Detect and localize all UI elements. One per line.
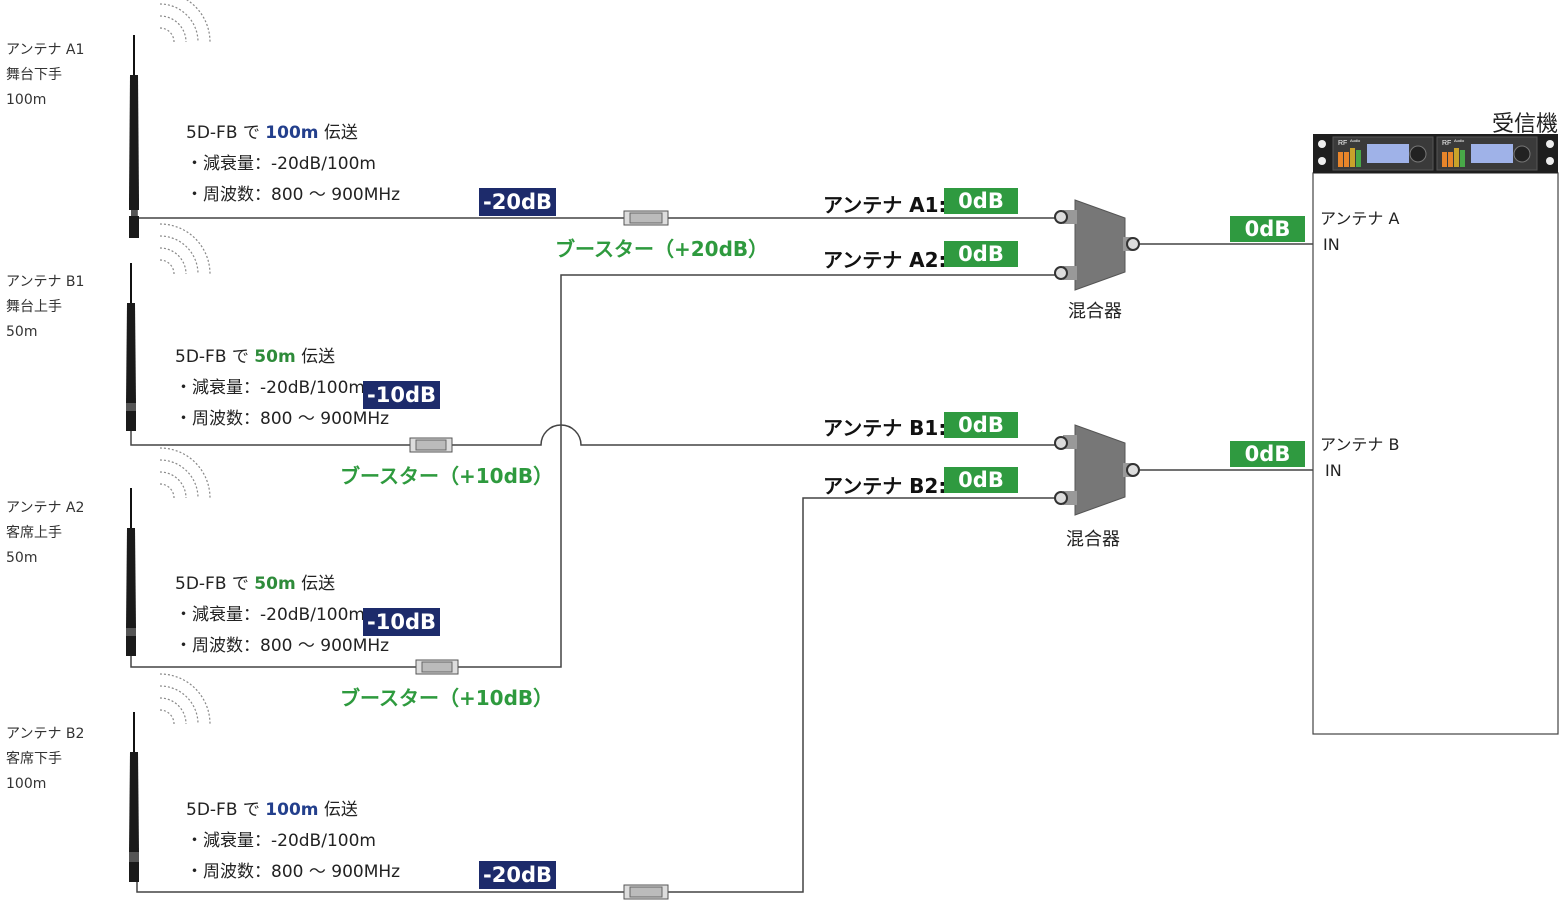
- display-icon: [1367, 144, 1409, 163]
- level-badge: 0dB: [944, 241, 1018, 268]
- radio-wave-icon: [159, 223, 211, 275]
- receiver-input-name: アンテナ B: [1320, 435, 1400, 454]
- antenna-a1-label: アンテナ A1 舞台下手 100m: [6, 38, 84, 113]
- booster-icon: [409, 437, 453, 453]
- level-badge: 0dB: [944, 467, 1018, 494]
- cable-type: 5D-FB で: [175, 347, 249, 367]
- cable-suffix: 伝送: [323, 800, 358, 820]
- antenna-icon: [129, 35, 139, 238]
- cable-info-b2: 5D-FB で 100m 伝送 ・減衰量：-20dB/100m ・周波数：800…: [186, 802, 400, 895]
- cable-type: 5D-FB で: [175, 574, 249, 594]
- radio-wave-icon: [159, 447, 211, 499]
- mixer-label: 混合器: [1066, 529, 1120, 550]
- antenna-name: アンテナ A1: [6, 42, 85, 58]
- antenna-distance: 50m: [6, 550, 38, 566]
- level-badge: 0dB: [1230, 216, 1305, 243]
- cable-b2-segment1: [136, 878, 624, 893]
- cables: [130, 197, 1314, 893]
- panel-rf-label: RF: [1442, 140, 1451, 147]
- mixer-input-label: アンテナ B2:: [823, 474, 947, 498]
- booster-icon: [623, 210, 669, 226]
- mixer-icon: [1054, 424, 1140, 516]
- cable-type: 5D-FB で: [186, 123, 260, 143]
- loss-badge: -20dB: [479, 861, 556, 890]
- loss-badge: -10dB: [363, 381, 440, 410]
- cable-b2-segment2: [668, 497, 1055, 893]
- meter-icon: [1338, 148, 1465, 167]
- cable-length: 100m: [265, 123, 319, 143]
- cable-suffix: 伝送: [301, 574, 336, 594]
- antenna-name: アンテナ A2: [6, 500, 85, 516]
- panel-audio-label: Audio: [1454, 138, 1465, 143]
- mixer-input-label: アンテナ A1:: [823, 193, 947, 217]
- radio-wave-icon: [159, 673, 211, 725]
- level-badge: 0dB: [944, 188, 1018, 215]
- mixer-input-label: アンテナ A2:: [823, 248, 947, 272]
- antenna-place: 客席上手: [6, 525, 62, 541]
- frequency-text: ・周波数：800 〜 900MHz: [186, 862, 401, 882]
- cable-a2-segment1: [130, 655, 416, 668]
- receiver-input-name: アンテナ A: [1320, 209, 1400, 228]
- booster-label: ブースター（+20dB）: [555, 237, 769, 261]
- cable-a2-segment2: [458, 274, 1055, 668]
- mixer-input-label: アンテナ B1:: [823, 416, 947, 440]
- receiver-box: [1312, 172, 1559, 735]
- frequency-text: ・周波数：800 〜 900MHz: [186, 185, 401, 205]
- antenna-distance: 100m: [6, 776, 47, 792]
- antenna-icons: [126, 35, 139, 882]
- attenuation-text: ・減衰量：-20dB/100m: [175, 378, 365, 398]
- receiver-input-port: IN: [1325, 461, 1342, 480]
- cable-b1-segment1: [130, 430, 410, 446]
- level-badge: 0dB: [944, 412, 1018, 439]
- attenuation-text: ・減衰量：-20dB/100m: [175, 605, 365, 625]
- cable-suffix: 伝送: [301, 347, 336, 367]
- antenna-place: 舞台上手: [6, 299, 62, 315]
- panel-rf-label: RF: [1338, 140, 1347, 147]
- receiver-title: 受信機: [1492, 112, 1559, 137]
- cable-type: 5D-FB で: [186, 800, 260, 820]
- attenuation-text: ・減衰量：-20dB/100m: [186, 831, 376, 851]
- antenna-icon: [126, 263, 136, 431]
- radio-wave-icon: [159, 0, 211, 43]
- antenna-b2-label: アンテナ B2 客席下手 100m: [6, 722, 84, 797]
- cable-length: 100m: [265, 800, 319, 820]
- loss-badge: -20dB: [479, 188, 556, 217]
- attenuation-text: ・減衰量：-20dB/100m: [186, 154, 376, 174]
- panel-audio-label: Audio: [1350, 138, 1361, 143]
- antenna-a2-label: アンテナ A2 客席上手 50m: [6, 496, 84, 571]
- cable-info-a2: 5D-FB で 50m 伝送 ・減衰量：-20dB/100m ・周波数：800 …: [175, 576, 389, 669]
- display-icon: [1471, 144, 1513, 163]
- cable-length: 50m: [254, 347, 296, 367]
- receiver-unit: RF Audio RF Audio: [1312, 134, 1559, 735]
- mixer-icon: [1054, 199, 1140, 291]
- antenna-name: アンテナ B1: [6, 274, 85, 290]
- booster-label: ブースター（+10dB）: [340, 464, 554, 488]
- cable-length: 50m: [254, 574, 296, 594]
- cable-suffix: 伝送: [323, 123, 358, 143]
- antenna-name: アンテナ B2: [6, 726, 85, 742]
- antenna-distance: 100m: [6, 92, 47, 108]
- antenna-place: 舞台下手: [6, 67, 62, 83]
- antenna-place: 客席下手: [6, 751, 62, 767]
- booster-icons: [409, 210, 669, 900]
- booster-icon: [623, 884, 669, 900]
- antenna-icon: [126, 488, 136, 656]
- level-badge: 0dB: [1230, 441, 1305, 468]
- antenna-b1-label: アンテナ B1 舞台上手 50m: [6, 270, 84, 345]
- cable-info-a1: 5D-FB で 100m 伝送 ・減衰量：-20dB/100m ・周波数：800…: [186, 125, 400, 218]
- frequency-text: ・周波数：800 〜 900MHz: [175, 636, 390, 656]
- cable-info-b1: 5D-FB で 50m 伝送 ・減衰量：-20dB/100m ・周波数：800 …: [175, 349, 389, 442]
- antenna-distance: 50m: [6, 324, 38, 340]
- booster-label: ブースター（+10dB）: [340, 686, 554, 710]
- radio-wave-icons: [159, 0, 211, 725]
- loss-badge: -10dB: [363, 608, 440, 637]
- antenna-icon: [129, 712, 139, 882]
- mixer-label: 混合器: [1068, 301, 1122, 322]
- booster-icon: [415, 659, 459, 675]
- receiver-input-port: IN: [1323, 235, 1340, 254]
- frequency-text: ・周波数：800 〜 900MHz: [175, 409, 390, 429]
